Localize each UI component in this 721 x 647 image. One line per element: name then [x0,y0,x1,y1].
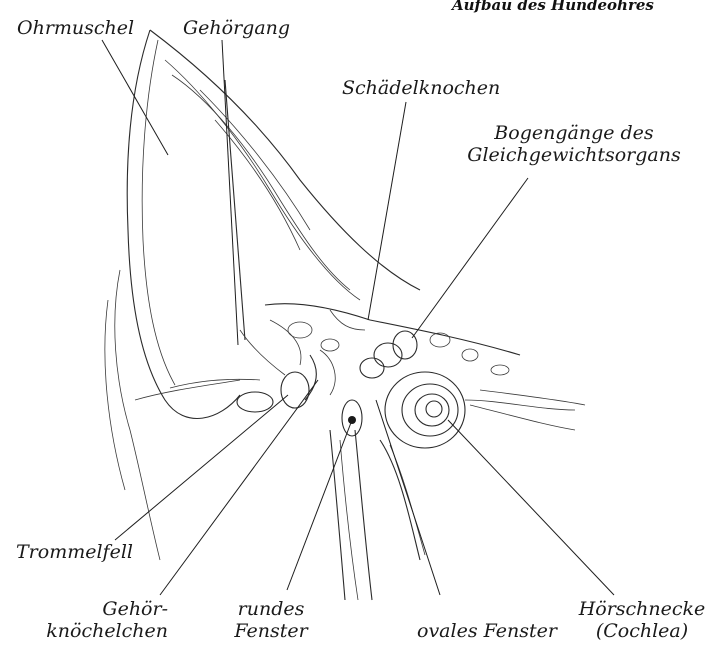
leader-ovales-fenster [376,400,440,595]
label-gehoerknoechelchen-line1: Gehör- [40,598,168,620]
label-schaedelknochen: Schädelknochen [342,77,500,99]
label-bogengaenge-line1: Bogengänge des [454,122,694,144]
leader-hoerschnecke [448,420,614,595]
leader-gehoergang [222,40,238,345]
semicircular-canals-drawing [360,331,417,378]
leader-schaedelknochen [368,102,406,320]
leader-trommelfell [115,395,288,540]
label-gehoerknoechelchen-line2: knöchelchen [40,620,168,642]
label-rundes-fenster-line1: rundes [221,598,321,620]
label-hoerschnecke: Hörschnecke (Cochlea) [572,598,712,642]
label-rundes-fenster-line2: Fenster [221,620,321,642]
label-trommelfell: Trommelfell [16,541,133,563]
label-rundes-fenster: rundes Fenster [221,598,321,642]
diagram-title: Aufbau des Hundeohres [452,0,654,14]
label-hoerschnecke-line1: Hörschnecke [572,598,712,620]
label-bogengaenge: Bogengänge des Gleichgewichtsorgans [454,122,694,166]
label-ohrmuschel: Ohrmuschel [17,17,134,39]
leader-gehoerknoechelchen [160,380,318,595]
leader-bogengaenge [412,178,528,338]
label-hoerschnecke-line2: (Cochlea) [572,620,712,642]
label-bogengaenge-line2: Gleichgewichtsorgans [454,144,694,166]
label-gehoergang: Gehörgang [183,17,290,39]
middle-ear-drawing [237,350,362,436]
nerve-trunk-drawing [330,430,425,600]
leader-ohrmuschel [102,40,168,155]
label-gehoerknoechelchen: Gehör- knöchelchen [40,598,168,642]
label-ovales-fenster: ovales Fenster [417,620,557,642]
skull-bone-drawing [265,304,585,430]
cochlea-drawing [385,372,575,448]
